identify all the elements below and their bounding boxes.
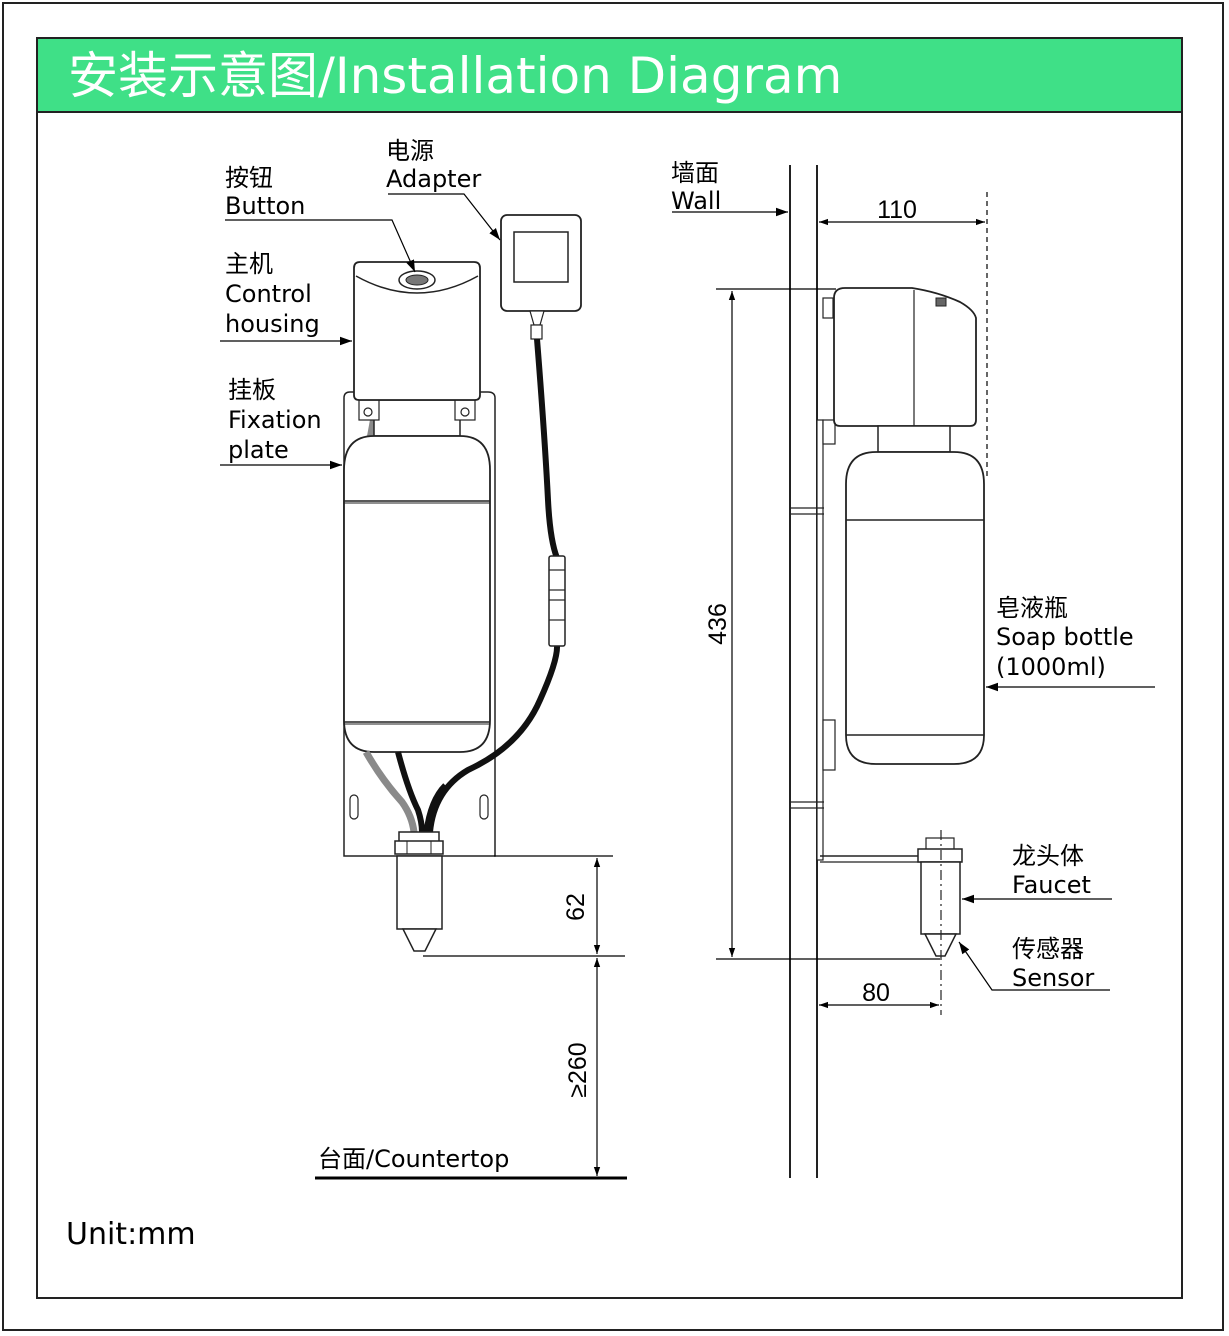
adapter-plug [529, 310, 545, 326]
dim-260: ≥260 [564, 1042, 592, 1097]
soap-bottle-side [845, 451, 985, 765]
bottle-neck-side [877, 425, 951, 453]
label-housing-en-2: housing [225, 310, 320, 338]
wire-black-3 [423, 783, 447, 833]
inner-frame [36, 37, 1183, 1299]
button-inner [405, 274, 429, 286]
housing-tab-right [454, 399, 476, 421]
label-wall-en: Wall [671, 187, 721, 215]
adapter-panel [513, 231, 569, 283]
label-sensor-cn: 传感器 [1012, 935, 1084, 963]
dim-436: 436 [704, 603, 732, 645]
faucet-nut [394, 840, 444, 855]
dim-80: 80 [862, 979, 890, 1007]
label-plate-en-1: Fixation [228, 406, 322, 434]
label-faucet-en: Faucet [1012, 871, 1091, 899]
label-plate-en-2: plate [228, 436, 289, 464]
label-countertop: 台面/Countertop [318, 1145, 509, 1173]
label-faucet-cn: 龙头体 [1012, 842, 1084, 870]
label-wall-cn: 墙面 [671, 159, 719, 187]
front-view [343, 214, 582, 952]
control-housing-side [833, 287, 977, 427]
dim-110: 110 [877, 196, 917, 224]
plate-slot-left [349, 794, 359, 820]
screw-left [363, 407, 373, 417]
wire-black-2 [427, 644, 561, 833]
bottle-cap [373, 399, 461, 437]
label-bottle-cn: 皂液瓶 [996, 594, 1068, 622]
soap-bottle-front [343, 435, 491, 753]
dim-62: 62 [562, 893, 590, 921]
leader-lines [220, 193, 1155, 991]
housing-top-curve [355, 275, 479, 294]
title-bar: 安装示意图/Installation Diagram [38, 39, 1181, 113]
label-button-en: Button [225, 192, 305, 220]
label-adapter-cn: 电源 [386, 137, 434, 165]
faucet-cap-side [925, 837, 955, 851]
housing-tab-left [358, 399, 380, 421]
label-housing-cn: 主机 [225, 250, 273, 278]
side-view [789, 165, 985, 1178]
side-plate [816, 419, 824, 861]
label-button-cn: 按钮 [225, 164, 273, 192]
button-side [935, 297, 947, 307]
sensor-front [401, 928, 438, 952]
wire-black-1 [395, 751, 425, 833]
label-bottle-en-2: (1000ml) [996, 653, 1106, 681]
faucet-nut-side [917, 848, 963, 863]
label-bottle-en-1: Soap bottle [996, 623, 1134, 651]
adapter-cable [534, 338, 560, 560]
control-housing-front [353, 261, 481, 401]
cable-connector [548, 555, 566, 647]
labels: 电源 Adapter 按钮 Button 主机 Control housing … [66, 137, 1134, 1252]
label-adapter-en: Adapter [386, 165, 481, 193]
label-housing-en-1: Control [225, 280, 312, 308]
label-plate-cn: 挂板 [228, 376, 276, 404]
dimension-lines [423, 192, 988, 1176]
page-title: 安装示意图/Installation Diagram [68, 47, 843, 105]
label-sensor-en: Sensor [1012, 964, 1094, 992]
faucet-body-front [396, 855, 443, 930]
screw-right [460, 407, 470, 417]
plate-slot-right [479, 794, 489, 820]
wire-gray [362, 750, 418, 833]
unit-note: Unit:mm [66, 1217, 196, 1252]
